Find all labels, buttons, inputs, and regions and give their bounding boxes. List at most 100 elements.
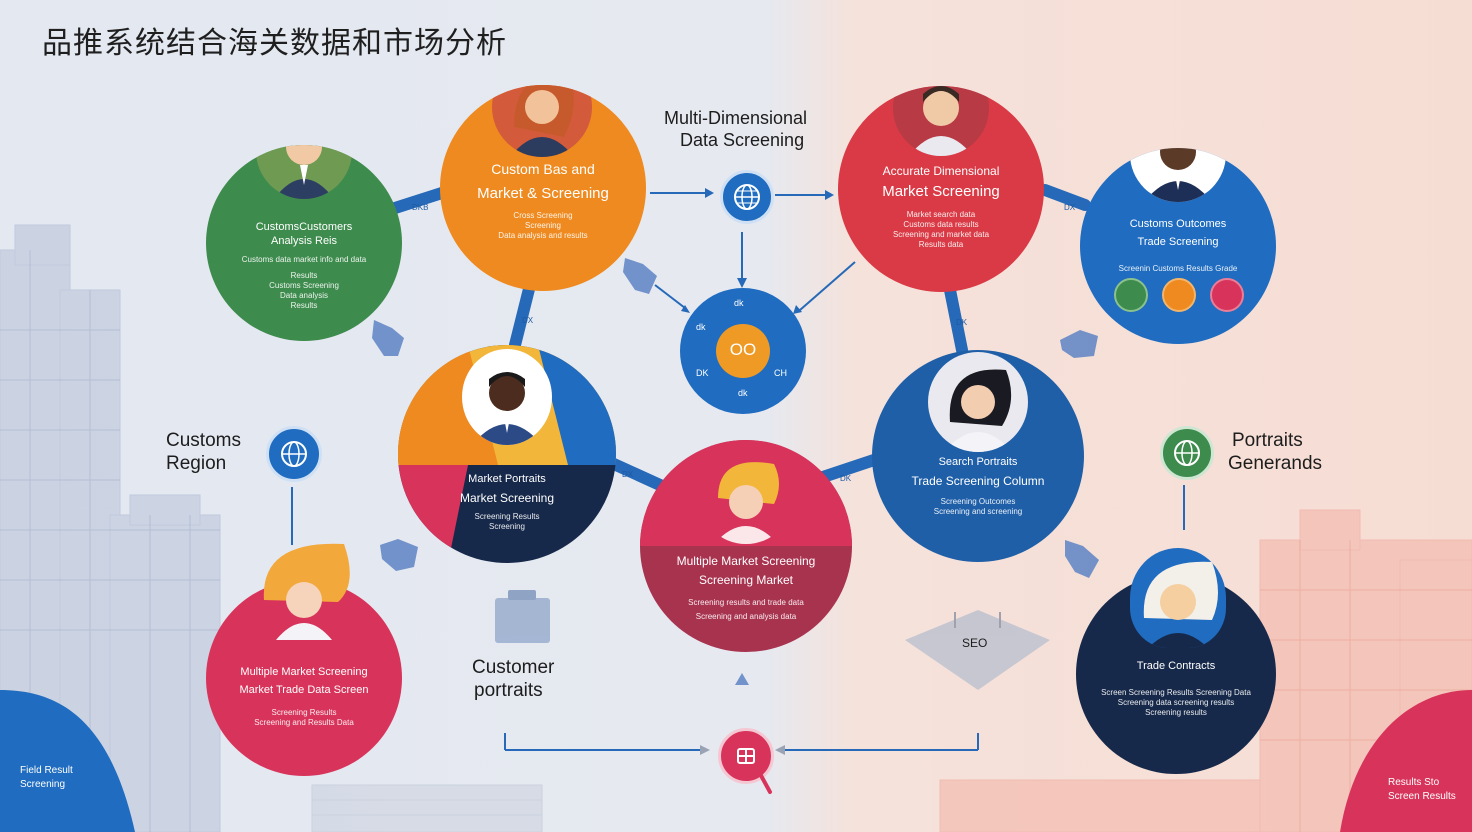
legend-dot-orange — [1162, 278, 1196, 312]
label-portraits-generands: Portraits Generands — [1228, 430, 1322, 476]
label-line: Region — [166, 452, 227, 474]
label-line: Portraits — [1232, 430, 1303, 451]
node-subtext: Results data — [918, 239, 964, 249]
node-accurate-market-screening: Accurate Dimensional Market Screening Ma… — [838, 86, 1044, 292]
node-customs-customers: CustomsCustomers Analysis Reis Customs d… — [206, 145, 402, 341]
avatar-blonde — [1130, 548, 1226, 648]
label-line: Data Screening — [680, 129, 805, 150]
node-subtext: Screening Results — [271, 707, 337, 717]
node-subtext: Screening results and trade data — [688, 598, 804, 607]
page-title: 品推系统结合海关数据和市场分析 — [42, 26, 507, 61]
avatar — [462, 349, 552, 445]
avatar — [256, 145, 352, 199]
legend-dots — [1114, 278, 1244, 312]
node-subtext: Screening results — [1145, 707, 1207, 717]
node-heading: Multiple Market Screening — [240, 666, 368, 678]
legend-dot-red — [1210, 278, 1244, 312]
node-subtext: Screening data screening results — [1117, 697, 1235, 707]
node-heading: Trade Screening Column — [911, 473, 1045, 488]
corner-right-text: Results Sto Screen Results — [1388, 776, 1456, 804]
node-customs-outcomes: Customs Outcomes Trade Screening Screeni… — [1080, 148, 1276, 344]
node-heading: Custom Bas and — [491, 161, 595, 177]
node-subtext: Data analysis — [279, 290, 329, 300]
node-subtext: Screening Outcomes — [940, 496, 1016, 506]
connector-tag: DX — [522, 316, 534, 325]
node-heading: Trade Screening — [1137, 235, 1219, 248]
center-mark: CH — [774, 368, 787, 378]
connector-tag: DK — [956, 318, 968, 327]
node-subtext: Screening — [524, 221, 562, 231]
label-multi-dimensional: Multi-Dimensional Data Screening — [664, 108, 807, 151]
avatar — [698, 448, 794, 544]
node-custom-market-screening: Custom Bas and Market & Screening Cross … — [440, 85, 646, 291]
node-heading: Market Screening — [882, 183, 1000, 200]
node-subtext: Customs data market info and data — [241, 254, 367, 264]
corner-line: Results Sto — [1388, 777, 1440, 788]
connector-tag: DK — [840, 474, 852, 483]
label-line: portraits — [474, 679, 543, 701]
node-heading: Multiple Market Screening — [676, 554, 816, 568]
search-icon — [718, 728, 774, 784]
node-heading: Market Screening — [459, 490, 555, 505]
center-mark: DK — [696, 368, 709, 378]
node-subtext: Results — [290, 300, 318, 310]
node-subtext: Screening and market data — [892, 229, 990, 239]
center-value: OO — [729, 340, 757, 359]
node-subtext: Screen Screening Results Screening Data — [1101, 687, 1251, 697]
node-subtext: Data analysis and results — [498, 231, 588, 241]
avatar — [928, 352, 1028, 452]
globe-icon — [266, 426, 322, 482]
label-customs-region: Customs Region — [166, 430, 241, 476]
node-heading: Screening Market — [698, 573, 794, 587]
label-line: Customs — [166, 430, 241, 451]
center-hub: OO dk dk DK CH dk — [680, 288, 806, 414]
node-subtext: Screening Results — [474, 511, 540, 521]
corner-line: Screening — [20, 779, 66, 790]
corner-line: Screen Results — [1388, 791, 1456, 802]
magnifier-handle-icon — [756, 768, 772, 794]
globe-icon — [720, 170, 774, 224]
connector-tag: DKB — [412, 203, 429, 212]
avatar-orange-hair — [254, 540, 354, 640]
label-line: Customer — [472, 657, 555, 678]
label-line: Multi-Dimensional — [664, 108, 808, 128]
node-subtext: Screenin Customs Results Grade — [1118, 263, 1238, 273]
connector-tag: DX — [1064, 203, 1076, 212]
node-subtext: Results — [290, 270, 318, 280]
node-heading: Analysis Reis — [270, 234, 338, 247]
node-market-portraits: Market Portraits Market Screening Screen… — [398, 345, 616, 563]
center-mark: dk — [738, 388, 748, 398]
node-heading: Market Trade Data Screen — [239, 683, 369, 696]
node-subtext: Cross Screening — [513, 211, 573, 221]
node-subtext: Screening and analysis data — [695, 612, 797, 621]
node-subtext: Screening and screening — [933, 506, 1023, 516]
node-heading: Market & Screening — [477, 184, 609, 202]
node-heading: Customs Outcomes — [1129, 218, 1227, 230]
center-mark: dk — [734, 298, 744, 308]
node-subtext: Customs Screening — [269, 280, 339, 290]
node-subtext: Customs data results — [903, 219, 979, 229]
connector-tag: DX — [622, 470, 634, 479]
label-customer-portraits: Customer portraits — [472, 657, 554, 703]
node-heading: Search Portraits — [938, 456, 1018, 468]
avatar — [1130, 148, 1226, 202]
node-heading: CustomsCustomers — [255, 221, 353, 233]
node-multiple-market-center: Multiple Market Screening Screening Mark… — [640, 440, 852, 652]
node-heading: Trade Contracts — [1136, 660, 1216, 672]
node-multiple-market-left: Multiple Market Screening Market Trade D… — [206, 580, 402, 776]
seo-label: SEO — [962, 636, 988, 650]
corner-line: Field Result — [20, 765, 73, 776]
node-subtext: Screening and Results Data — [254, 717, 354, 727]
node-search-portraits: Search Portraits Trade Screening Column … — [872, 350, 1084, 562]
node-subtext: Screening — [488, 521, 526, 531]
node-heading: Market Portraits — [468, 473, 546, 485]
node-heading: Accurate Dimensional — [882, 164, 1000, 178]
label-line: Generands — [1228, 452, 1323, 474]
globe-icon — [1160, 426, 1214, 480]
node-subtext: Market search data — [906, 209, 976, 219]
legend-dot-green — [1114, 278, 1148, 312]
corner-left-text: Field Result Screening — [20, 764, 73, 792]
avatar — [492, 85, 592, 157]
center-value-circle: OO — [716, 324, 770, 378]
